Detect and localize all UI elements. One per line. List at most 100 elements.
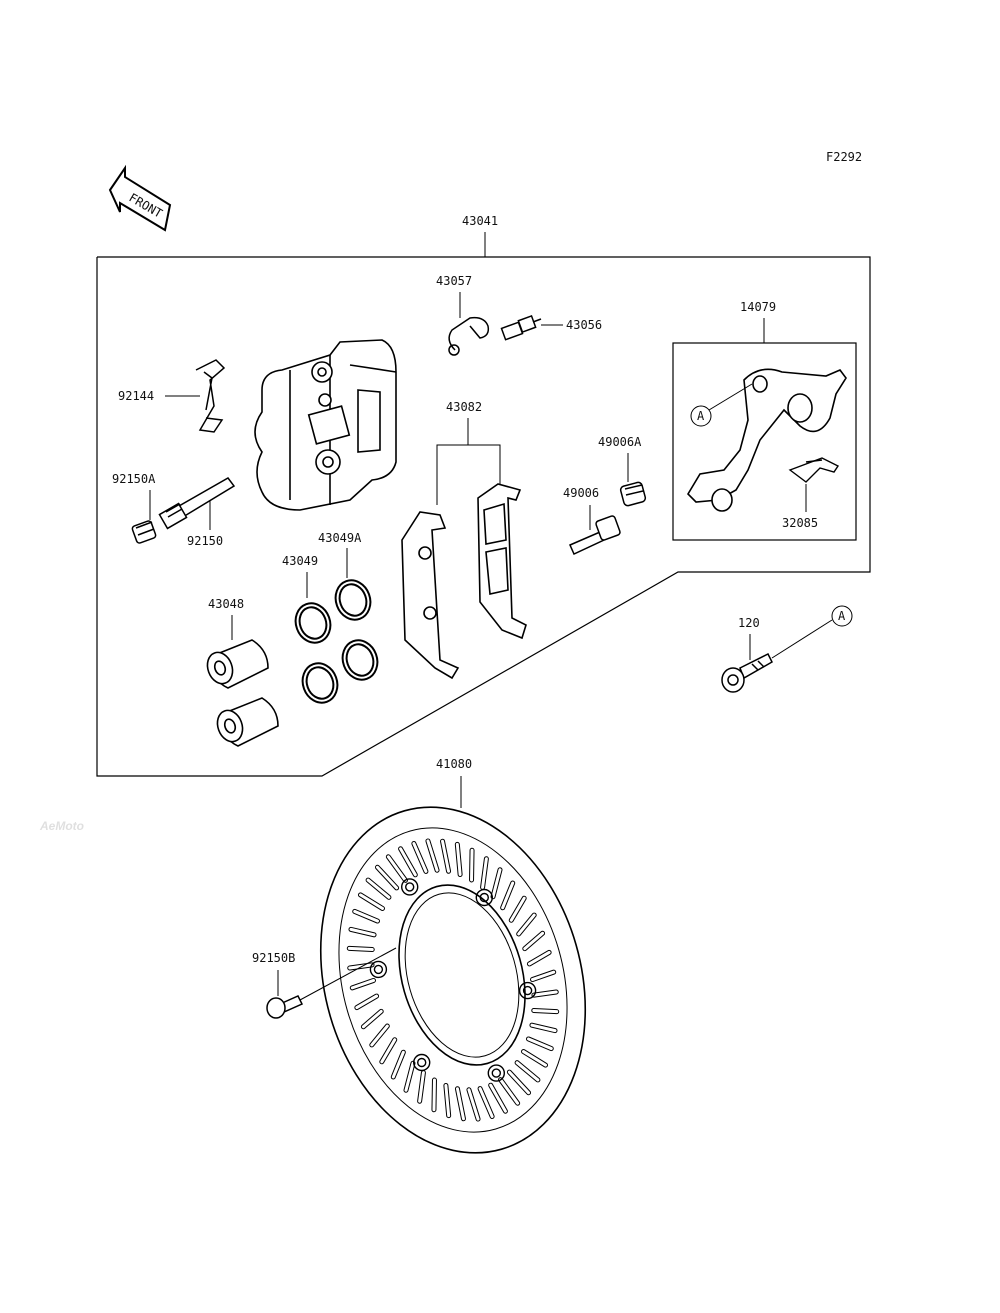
disc-slot — [386, 855, 407, 882]
leader-marker-a-bracket — [708, 383, 753, 411]
callout-43041: 43041 — [462, 214, 498, 228]
disc-bolt-part — [266, 995, 304, 1019]
callout-92150B: 92150B — [252, 951, 295, 965]
brake-pad-right-part — [477, 483, 527, 640]
disc-slot — [523, 931, 545, 951]
marker-a-bracket-label: A — [697, 409, 705, 423]
watermark: AeMoto — [39, 819, 84, 833]
disc-slot — [350, 978, 375, 990]
bleeder-valve-part — [500, 315, 542, 341]
disc-slot — [470, 848, 474, 882]
disc-slot — [349, 927, 376, 937]
pin-part — [569, 515, 621, 556]
pin-bolt-part — [158, 477, 236, 530]
disc-mount-hole — [518, 981, 537, 1000]
disc-slot — [527, 950, 551, 966]
callout-43056: 43056 — [566, 318, 602, 332]
disc-mount-hole — [413, 1053, 431, 1072]
callout-49006A: 49006A — [598, 435, 642, 449]
boot-part — [619, 481, 647, 507]
bleeder-cap-part — [448, 316, 490, 356]
disc-slot — [522, 1050, 548, 1067]
disc-slot — [501, 881, 515, 910]
disc-slot — [348, 963, 374, 970]
callout-43057: 43057 — [436, 274, 472, 288]
disc-slot — [444, 1083, 451, 1118]
disc-mount-hole-inner — [522, 985, 533, 996]
disc-slot — [467, 1088, 480, 1121]
callout-49006: 49006 — [563, 486, 599, 500]
disc-slot — [380, 1038, 397, 1064]
callout-92150: 92150 — [187, 534, 223, 548]
front-arrow-icon: FRONT — [108, 164, 172, 232]
brake-pad-left-part — [401, 511, 460, 680]
disc-slot — [530, 1023, 557, 1033]
disc-mount-hole-inner — [405, 882, 415, 892]
callout-92144: 92144 — [118, 389, 154, 403]
disc-mount-hole — [401, 878, 419, 896]
marker-a-bolt: A — [831, 605, 853, 627]
callout-43048: 43048 — [208, 597, 244, 611]
callout-92150A: 92150A — [112, 472, 156, 486]
disc-slot — [509, 896, 526, 922]
disc-slot — [441, 839, 451, 873]
disc-slot — [404, 1061, 415, 1092]
leader-92150B-line — [299, 947, 397, 1001]
leader-marker-a-bolt — [771, 619, 833, 659]
disc-mount-hole-inner — [491, 1068, 501, 1078]
callout-43049: 43049 — [282, 554, 318, 568]
disc-slot — [353, 909, 380, 923]
disc-slot — [361, 1009, 383, 1029]
marker-a-bracket: A — [690, 383, 753, 427]
bracket-clip-part — [788, 457, 840, 483]
disc-slot — [370, 1024, 389, 1047]
callout-120: 120 — [738, 616, 760, 630]
disc-slot — [489, 1083, 507, 1113]
disc-slot — [515, 1061, 540, 1082]
callout-32085: 32085 — [782, 516, 818, 530]
pad-spring-part — [195, 359, 226, 433]
seal-rings-part — [294, 579, 379, 704]
callout-14079: 14079 — [740, 300, 776, 314]
caliper-body-part — [254, 339, 397, 511]
disc-slot — [491, 868, 502, 899]
disc-slot — [499, 1078, 520, 1105]
disc-mount-hole-inner — [479, 892, 489, 903]
callout-41080: 41080 — [436, 757, 472, 771]
disc-slot — [355, 994, 379, 1010]
disc-mount-hole — [369, 960, 388, 979]
disc-slot — [517, 913, 536, 936]
marker-a-bolt-label: A — [838, 609, 846, 623]
figure-code: F2292 — [826, 150, 862, 164]
disc-slot — [426, 839, 439, 872]
disc-slot — [532, 990, 558, 997]
disc-slot — [399, 847, 417, 877]
disc-slot — [358, 893, 384, 910]
disc-mount-hole-inner — [373, 964, 384, 975]
callout-43082: 43082 — [446, 400, 482, 414]
disc-slot — [455, 842, 462, 877]
disc-slot — [375, 865, 399, 890]
disc-slot — [347, 946, 374, 952]
disc-slot — [418, 1071, 425, 1103]
disc-slot — [478, 1087, 494, 1118]
disc-slot — [507, 1070, 531, 1095]
disc-slot — [526, 1037, 553, 1051]
watermark-text: AeMoto — [39, 819, 84, 833]
disc-slot — [455, 1087, 465, 1121]
disc-slot — [391, 1050, 405, 1079]
brake-disc-part — [319, 806, 587, 1154]
disc-slot — [412, 842, 428, 873]
disc-mount-hole-inner — [417, 1057, 427, 1068]
assembly-box — [96, 256, 871, 777]
disc-slot — [432, 1078, 436, 1112]
plug-part — [131, 520, 157, 544]
disc-slot — [366, 878, 391, 899]
bolt-part — [721, 652, 773, 693]
disc-mount-hole — [487, 1064, 505, 1082]
disc-mount-hole — [475, 888, 493, 907]
caliper-bracket-part — [686, 368, 847, 512]
disc-slot — [531, 970, 556, 982]
